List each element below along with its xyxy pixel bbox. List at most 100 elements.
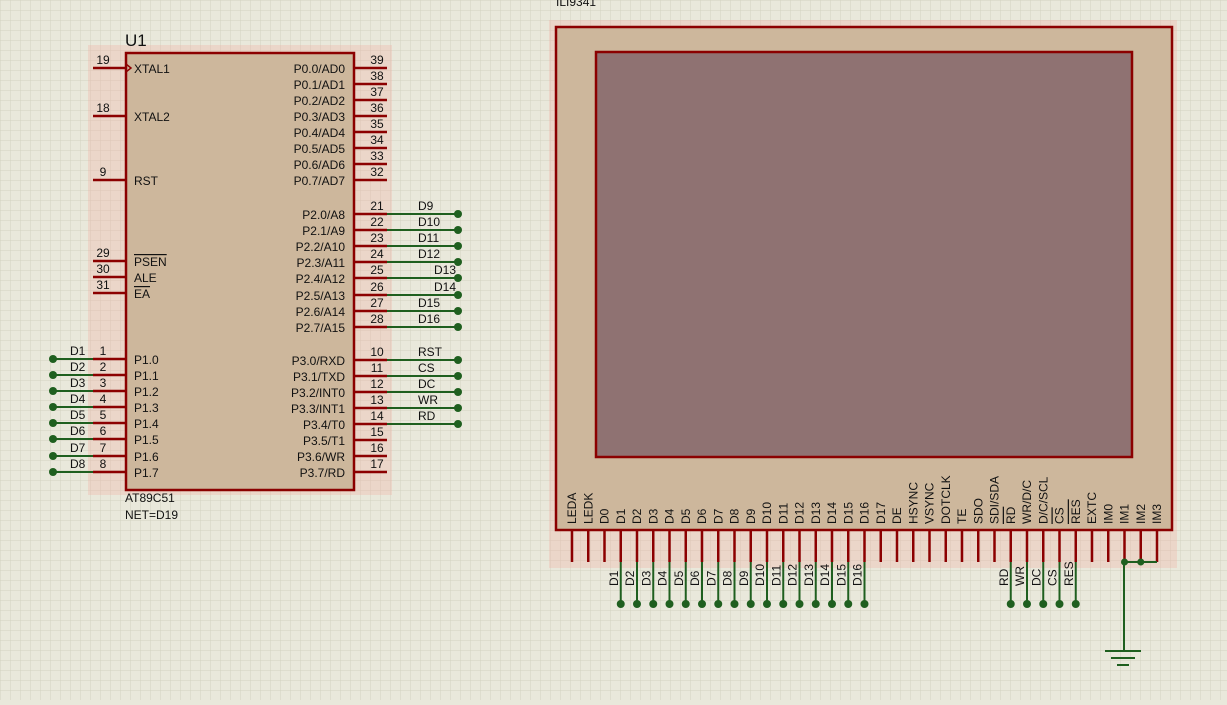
lcd-pin-im2[interactable]: IM2	[1134, 504, 1148, 562]
lcd-pin-im1[interactable]: IM1	[1118, 504, 1132, 562]
lcd-pin-te[interactable]: TE	[955, 509, 969, 562]
pin-name: P2.5/A13	[296, 289, 346, 303]
lcd-pin-de[interactable]: DE	[890, 507, 904, 562]
mcu-pin-p1-3[interactable]: 4P1.3D4	[49, 392, 159, 415]
lcd-pin-vsync[interactable]: VSYNC	[923, 482, 937, 562]
mcu-pin-p1-0[interactable]: 1P1.0D1	[49, 344, 159, 367]
pin-name: EA	[134, 287, 150, 301]
lcd-pin-dotclk[interactable]: DOTCLK	[939, 475, 953, 562]
wire-terminal	[681, 600, 690, 608]
mcu-pin-p1-4[interactable]: 5P1.4D5	[49, 408, 159, 431]
lcd-pin-extc[interactable]: EXTC	[1085, 492, 1099, 562]
mcu-pin-p1-5[interactable]: 6P1.5D6	[49, 424, 159, 447]
mcu-pin-p1-1[interactable]: 2P1.1D2	[49, 360, 159, 383]
lcd-pin-sdi-sda[interactable]: SDI/SDA	[988, 476, 1002, 562]
net-label: D15	[418, 296, 440, 310]
pin-name: D9	[744, 508, 758, 524]
pin-number: 30	[96, 262, 110, 276]
lcd-pin-ledk[interactable]: LEDK	[581, 493, 595, 562]
wire-terminal	[49, 419, 57, 427]
mcu-body[interactable]	[124, 51, 356, 492]
lcd-pin-im3[interactable]: IM3	[1150, 504, 1164, 562]
lcd-pin-d0[interactable]: D0	[598, 508, 612, 562]
mcu-component[interactable]: U1 AT89C51 NET=D19 19XTAL118XTAL29RST29P…	[49, 31, 462, 522]
pin-number: 3	[100, 376, 107, 390]
pin-name: P1.3	[134, 401, 159, 415]
pin-name: D11	[776, 503, 790, 524]
mcu-pin-p1-6[interactable]: 7P1.6D7	[49, 441, 159, 464]
net-label: D14	[434, 280, 456, 294]
wire-terminal	[746, 600, 755, 608]
mcu-pin-p1-7[interactable]: 8P1.7D8	[49, 457, 159, 480]
pin-name: D0	[598, 508, 612, 524]
wire-terminal	[828, 600, 836, 608]
mcu-pin-p1-2[interactable]: 3P1.2D3	[49, 376, 159, 399]
lcd-pin-sdo[interactable]: SDO	[971, 498, 985, 562]
pin-number: 23	[370, 231, 384, 245]
lcd-pin-hsync[interactable]: HSYNC	[906, 482, 920, 562]
lcd-pin-leda[interactable]: LEDA	[565, 493, 579, 562]
lcd-pin-wr-d-c[interactable]: WR/D/CWR	[1013, 480, 1034, 608]
wire-terminal	[649, 600, 658, 608]
pin-number: 32	[370, 165, 384, 179]
pin-name: P2.2/A10	[296, 240, 346, 254]
lcd-pin-im0[interactable]: IM0	[1101, 504, 1115, 562]
pin-name: WR/D/C	[1020, 480, 1034, 524]
wire-terminal	[616, 600, 625, 608]
wire-terminal	[811, 600, 820, 608]
lcd-pin-d17[interactable]: D17	[874, 502, 888, 562]
